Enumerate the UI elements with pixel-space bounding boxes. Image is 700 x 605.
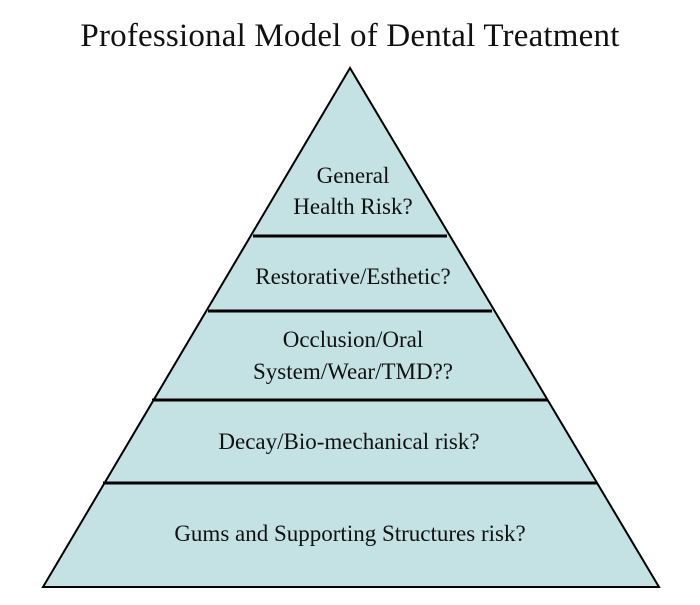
diagram-title: Professional Model of Dental Treatment (80, 18, 620, 54)
tier-gums-label: Gums and Supporting Structures risk? (174, 521, 525, 546)
pyramid-fill (41, 66, 661, 588)
tier-general-health-line-2: Health Risk? (293, 194, 412, 219)
tier-restorative-label: Restorative/Esthetic? (255, 264, 450, 289)
tier-occlusion-line-2: System/Wear/TMD?? (253, 359, 453, 384)
tier-general-health-line-1: General (317, 163, 390, 188)
tier-decay-label: Decay/Bio-mechanical risk? (218, 429, 479, 454)
tier-occlusion-line-1: Occlusion/Oral (283, 327, 424, 352)
